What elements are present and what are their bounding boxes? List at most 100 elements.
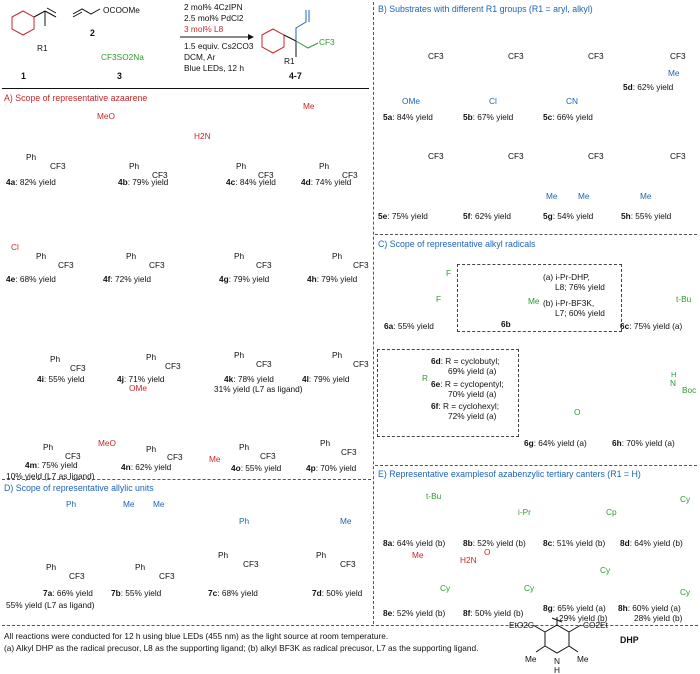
cf3-label: CF3 [341,447,357,457]
dhp-methyl-right: Me [577,654,589,664]
compound-6a-card: F F 6a: 55% yield [378,255,456,335]
compound-4i-yield: 4i: 55% yield [37,374,85,384]
compound-4o-card: Me Ph CF3 4o: 55% yield [192,389,282,489]
compound-5c-card: CF3 CN 5c: 66% yield [538,15,618,125]
product-cf3: CF3 [319,37,335,47]
cf3-label: CF3 [428,151,444,161]
compound-8a-yield: 8a: 64% yield (b) [383,538,446,548]
methyl-a-label: Me [123,499,135,509]
compound-6b-label: 6b [501,319,511,329]
condition-light: Blue LEDs, 12 h [184,63,244,73]
chloro-label: Cl [11,242,19,252]
compound-4n-card: OMe MeO Ph CF3 4n: 62% yield [95,384,195,489]
cf3-label: CF3 [152,170,168,180]
phenyl-label: Ph [239,442,250,452]
compound-4l-yield: 4l: 79% yield [302,374,350,384]
methyl-label: Me [412,550,424,560]
compound-8b-card: i-Pr 8b: 52% yield (b) [458,480,538,550]
reaction-scheme-structures [11,7,319,57]
substituent-label: Cl [489,96,497,106]
dhp-h: H [554,665,560,674]
compound-7c-yield: 7c: 68% yield [208,588,258,598]
methyl-b-label: Me [578,191,590,201]
compound-8c-card: Cp 8c: 51% yield (b) [538,480,618,550]
product-label: 4-7 [289,71,302,81]
compound-8d-card: Cy 8d: 64% yield (b) [618,480,698,550]
compound-4b-yield: 4b: 79% yield [118,177,169,187]
methyl-label: Me [303,101,315,111]
cf3-label: CF3 [353,260,369,270]
nh-h-label: H [671,370,677,379]
phenyl-label: Ph [332,251,343,261]
cf3-label: CF3 [149,260,165,270]
phenyl-label: Ph [46,562,57,572]
phenyl-label: Ph [332,350,343,360]
compound-5h-card: CF3 Me 5h: 55% yield [618,130,698,232]
compound-4f-yield: 4f: 72% yield [103,274,151,284]
condition-a-line-2: L8; 76% yield [555,282,605,292]
cf3-label: CF3 [340,559,356,569]
cf3-label: CF3 [670,51,686,61]
compound-4b-card: MeO Ph CF3 4b: 79% yield [95,104,185,194]
compound-8h-yield: 8h: 60% yield (a) [618,603,681,613]
phenyl-label: Ph [135,562,146,572]
allyl-phenyl-label: Ph [66,499,77,509]
compound-4k-card: Ph CF3 4k: 78% yield 31% yield (L7 as li… [192,289,303,394]
condition-base: 1.5 equiv. Cs2CO3 [184,41,254,51]
compound-8f-card: O H2N Cy 8f: 50% yield (b) [458,548,538,623]
substrate-1-structure [11,7,57,36]
compound-6e-yield: 70% yield (a) [448,389,497,399]
compound-4m-yield: 4m: 75% yield [25,460,78,470]
compound-6c-yield: 6c: 75% yield (a) [620,321,683,331]
condition-palladium: 2.5 mol% PdCl2 [184,13,244,23]
fluoro-label: F [436,294,442,304]
methoxy-top-label: OMe [129,383,147,393]
substituent-label: Cp [606,507,617,517]
tert-butyl-label: t-Bu [676,294,692,304]
compound-5g-yield: 5g: 54% yield [543,211,594,221]
oxygen-label: O [574,407,581,417]
condition-ligand: 3 mol% L8 [184,24,224,34]
fluoro-label: F [446,268,452,278]
substituent-label: Cy [524,583,535,593]
cf3-label: CF3 [58,260,74,270]
section-a-grid: Ph CF3 4a: 82% yield MeO Ph CF3 4b: 79% … [0,101,372,481]
compound-8f-yield: 8f: 50% yield (b) [463,608,524,618]
compound-6g-yield: 6g: 64% yield (a) [524,438,587,448]
section-b-title: B) Substrates with different R1 groups (… [378,4,593,14]
product-4-7-structure [261,10,319,57]
compound-4c-yield: 4c: 84% yield [226,177,276,187]
compound-6h-card: N H Boc 6h: 70% yield (a) [610,345,698,460]
methoxy-left-label: MeO [98,438,116,448]
compound-4d-yield: 4d: 74% yield [301,177,352,187]
compound-4e-card: Cl Ph CF3 4e: 68% yield [3,199,93,289]
compound-4p-yield: 4p: 70% yield [306,463,357,473]
compound-5b-yield: 5b: 67% yield [463,112,514,122]
compound-6b-card: Me (a) i-Pr-DHP, L8; 76% yield (b) i-Pr-… [458,265,620,331]
substituent-label: Cy [680,587,691,597]
compound-8e-card: Me Cy 8e: 52% yield (b) [378,548,458,623]
compound-6d-yield: 69% yield (a) [448,366,497,376]
section-divider-footer [2,625,698,626]
section-a-title: A) Scope of representative azaarene [4,93,148,103]
phenyl-label: Ph [234,251,245,261]
reaction-arrow [180,34,254,40]
dhp-n: N [554,656,560,666]
compound-6h-yield: 6h: 70% yield (a) [612,438,675,448]
product-r1: R1 [284,56,295,66]
compound-4a-card: Ph CF3 4a: 82% yield [3,104,93,194]
compound-4k-note: 31% yield (L7 as ligand) [214,384,303,394]
phenyl-label: Ph [234,350,245,360]
substrate-1-label: 1 [21,71,26,81]
compound-4i-card: Ph CF3 4i: 55% yield [3,289,93,384]
compound-4m-card: Ph CF3 4m: 75% yield 10% yield (L7 as li… [3,389,95,489]
nh-label: N [670,378,676,388]
compound-5d-yield: 5d: 62% yield [623,82,674,92]
substituent-label: Cy [440,583,451,593]
compound-8a-card: t-Bu 8a: 64% yield (b) [378,480,458,550]
condition-b-line-2: L7; 60% yield [555,308,605,318]
dhp-structure [532,617,582,654]
compound-6d-text: 6d: R = cyclobutyl; [431,356,500,366]
compound-4g-card: Ph CF3 4g: 79% yield [192,199,282,289]
